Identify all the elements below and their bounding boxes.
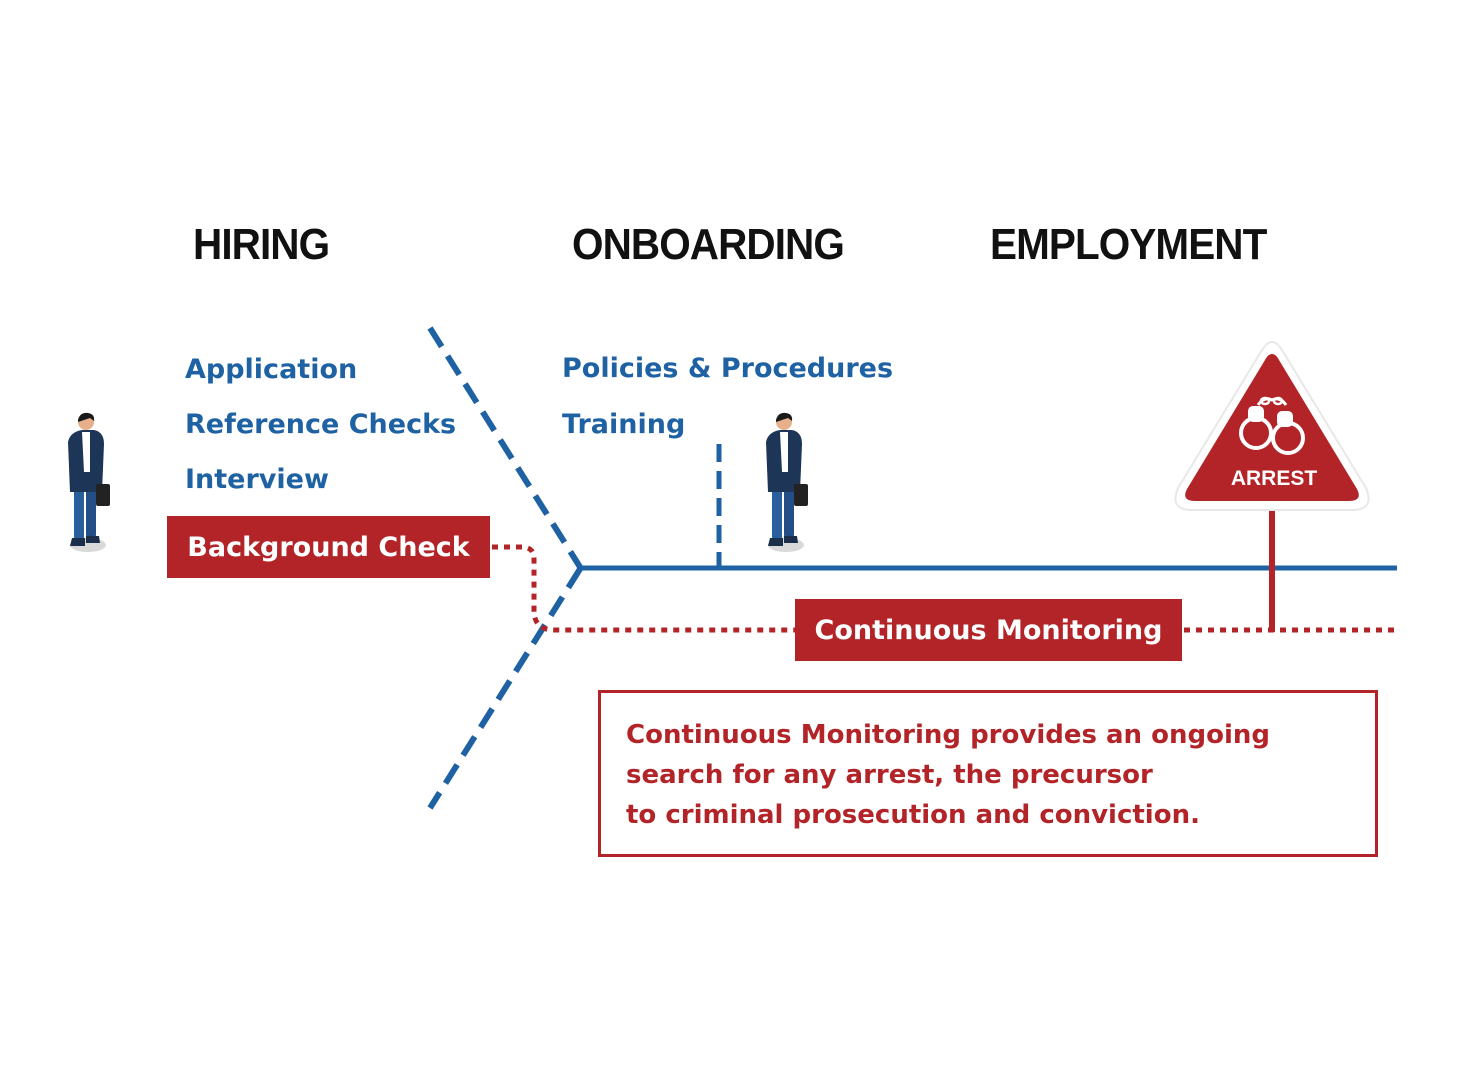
- hiring-step-application: Application: [185, 354, 358, 385]
- heading-employment: EMPLOYMENT: [990, 220, 1267, 269]
- onboarding-step-policies: Policies & Procedures: [562, 353, 894, 384]
- monitoring-note-box: Continuous Monitoring provides an ongoin…: [598, 690, 1378, 857]
- background-check-box: Background Check: [167, 516, 490, 578]
- handcuffs-icon: [1239, 396, 1305, 455]
- business-person-icon: [68, 412, 110, 552]
- fork-lower-dashed-line: [427, 567, 583, 810]
- arrest-label: ARREST: [1230, 467, 1318, 490]
- arrest-sign: [1174, 340, 1370, 511]
- note-line-3: to criminal prosecution and conviction.: [626, 800, 1200, 830]
- background-check-connector: [492, 544, 795, 633]
- business-person-icon: [766, 412, 808, 552]
- note-line-1: Continuous Monitoring provides an ongoin…: [626, 720, 1270, 750]
- fork-upper-dashed-line: [427, 326, 583, 569]
- heading-onboarding: ONBOARDING: [572, 220, 845, 269]
- onboarding-step-training: Training: [562, 409, 686, 440]
- continuous-monitoring-box: Continuous Monitoring: [795, 599, 1182, 661]
- note-line-2: search for any arrest, the precursor: [626, 760, 1153, 790]
- heading-hiring: HIRING: [193, 220, 330, 269]
- hiring-step-reference-checks: Reference Checks: [185, 409, 457, 440]
- hiring-step-interview: Interview: [185, 464, 329, 495]
